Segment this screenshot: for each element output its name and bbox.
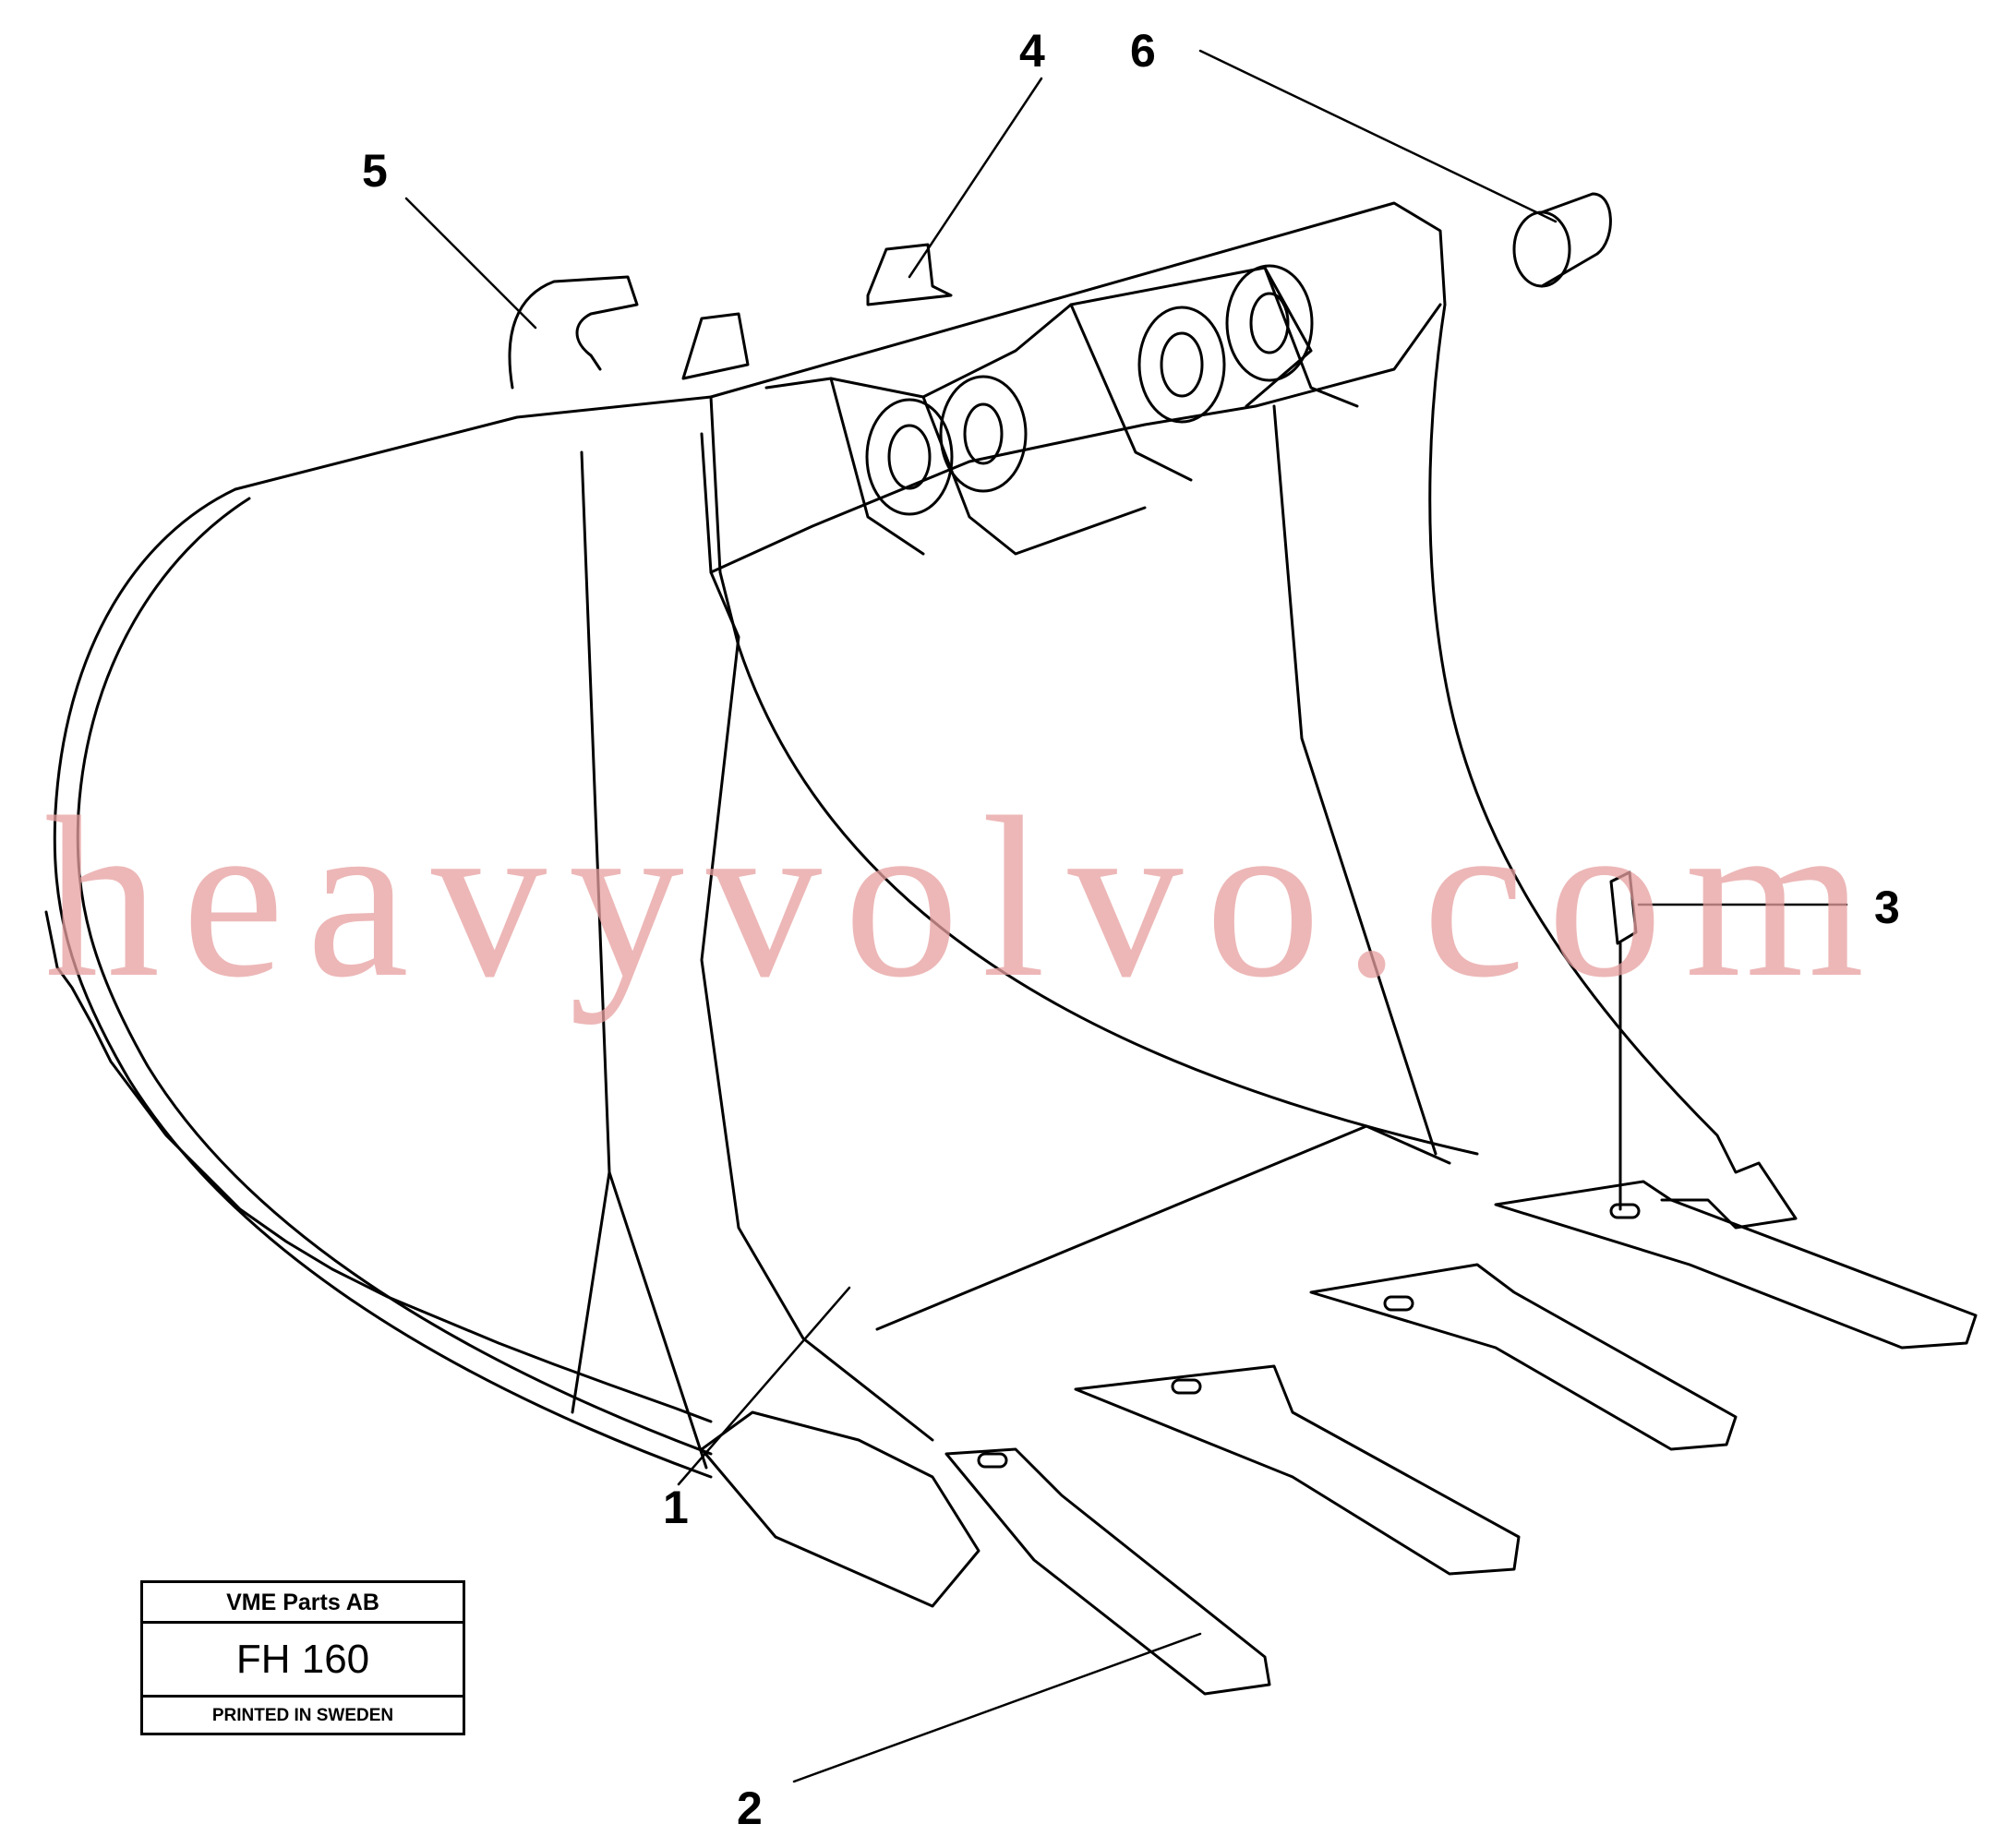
callout-2: 2: [737, 1782, 763, 1834]
bucket-pin: [1512, 192, 1612, 288]
callout-5: 5: [362, 145, 388, 197]
lifting-eye: [508, 275, 639, 390]
callout-4: 4: [1019, 25, 1045, 77]
hinge-brackets: [709, 264, 1442, 574]
side-cutter-lug: [681, 243, 953, 380]
title-block-company: VME Parts AB: [143, 1583, 463, 1624]
leader-lines: [404, 49, 1848, 1783]
retainer-pin: [1609, 870, 1638, 1211]
callout-3: 3: [1874, 882, 1900, 933]
bucket-teeth: [944, 1180, 1978, 1696]
callout-1: 1: [663, 1482, 689, 1533]
title-block-code: FH 160: [143, 1624, 463, 1698]
callout-6: 6: [1130, 25, 1156, 77]
title-block-printed: PRINTED IN SWEDEN: [211, 1706, 394, 1725]
bucket-back-plates: [571, 395, 1479, 1608]
title-block: VME Parts AB FH 160 PRINTED IN SWEDEN: [140, 1580, 465, 1735]
bucket-shell: [44, 201, 1798, 1479]
